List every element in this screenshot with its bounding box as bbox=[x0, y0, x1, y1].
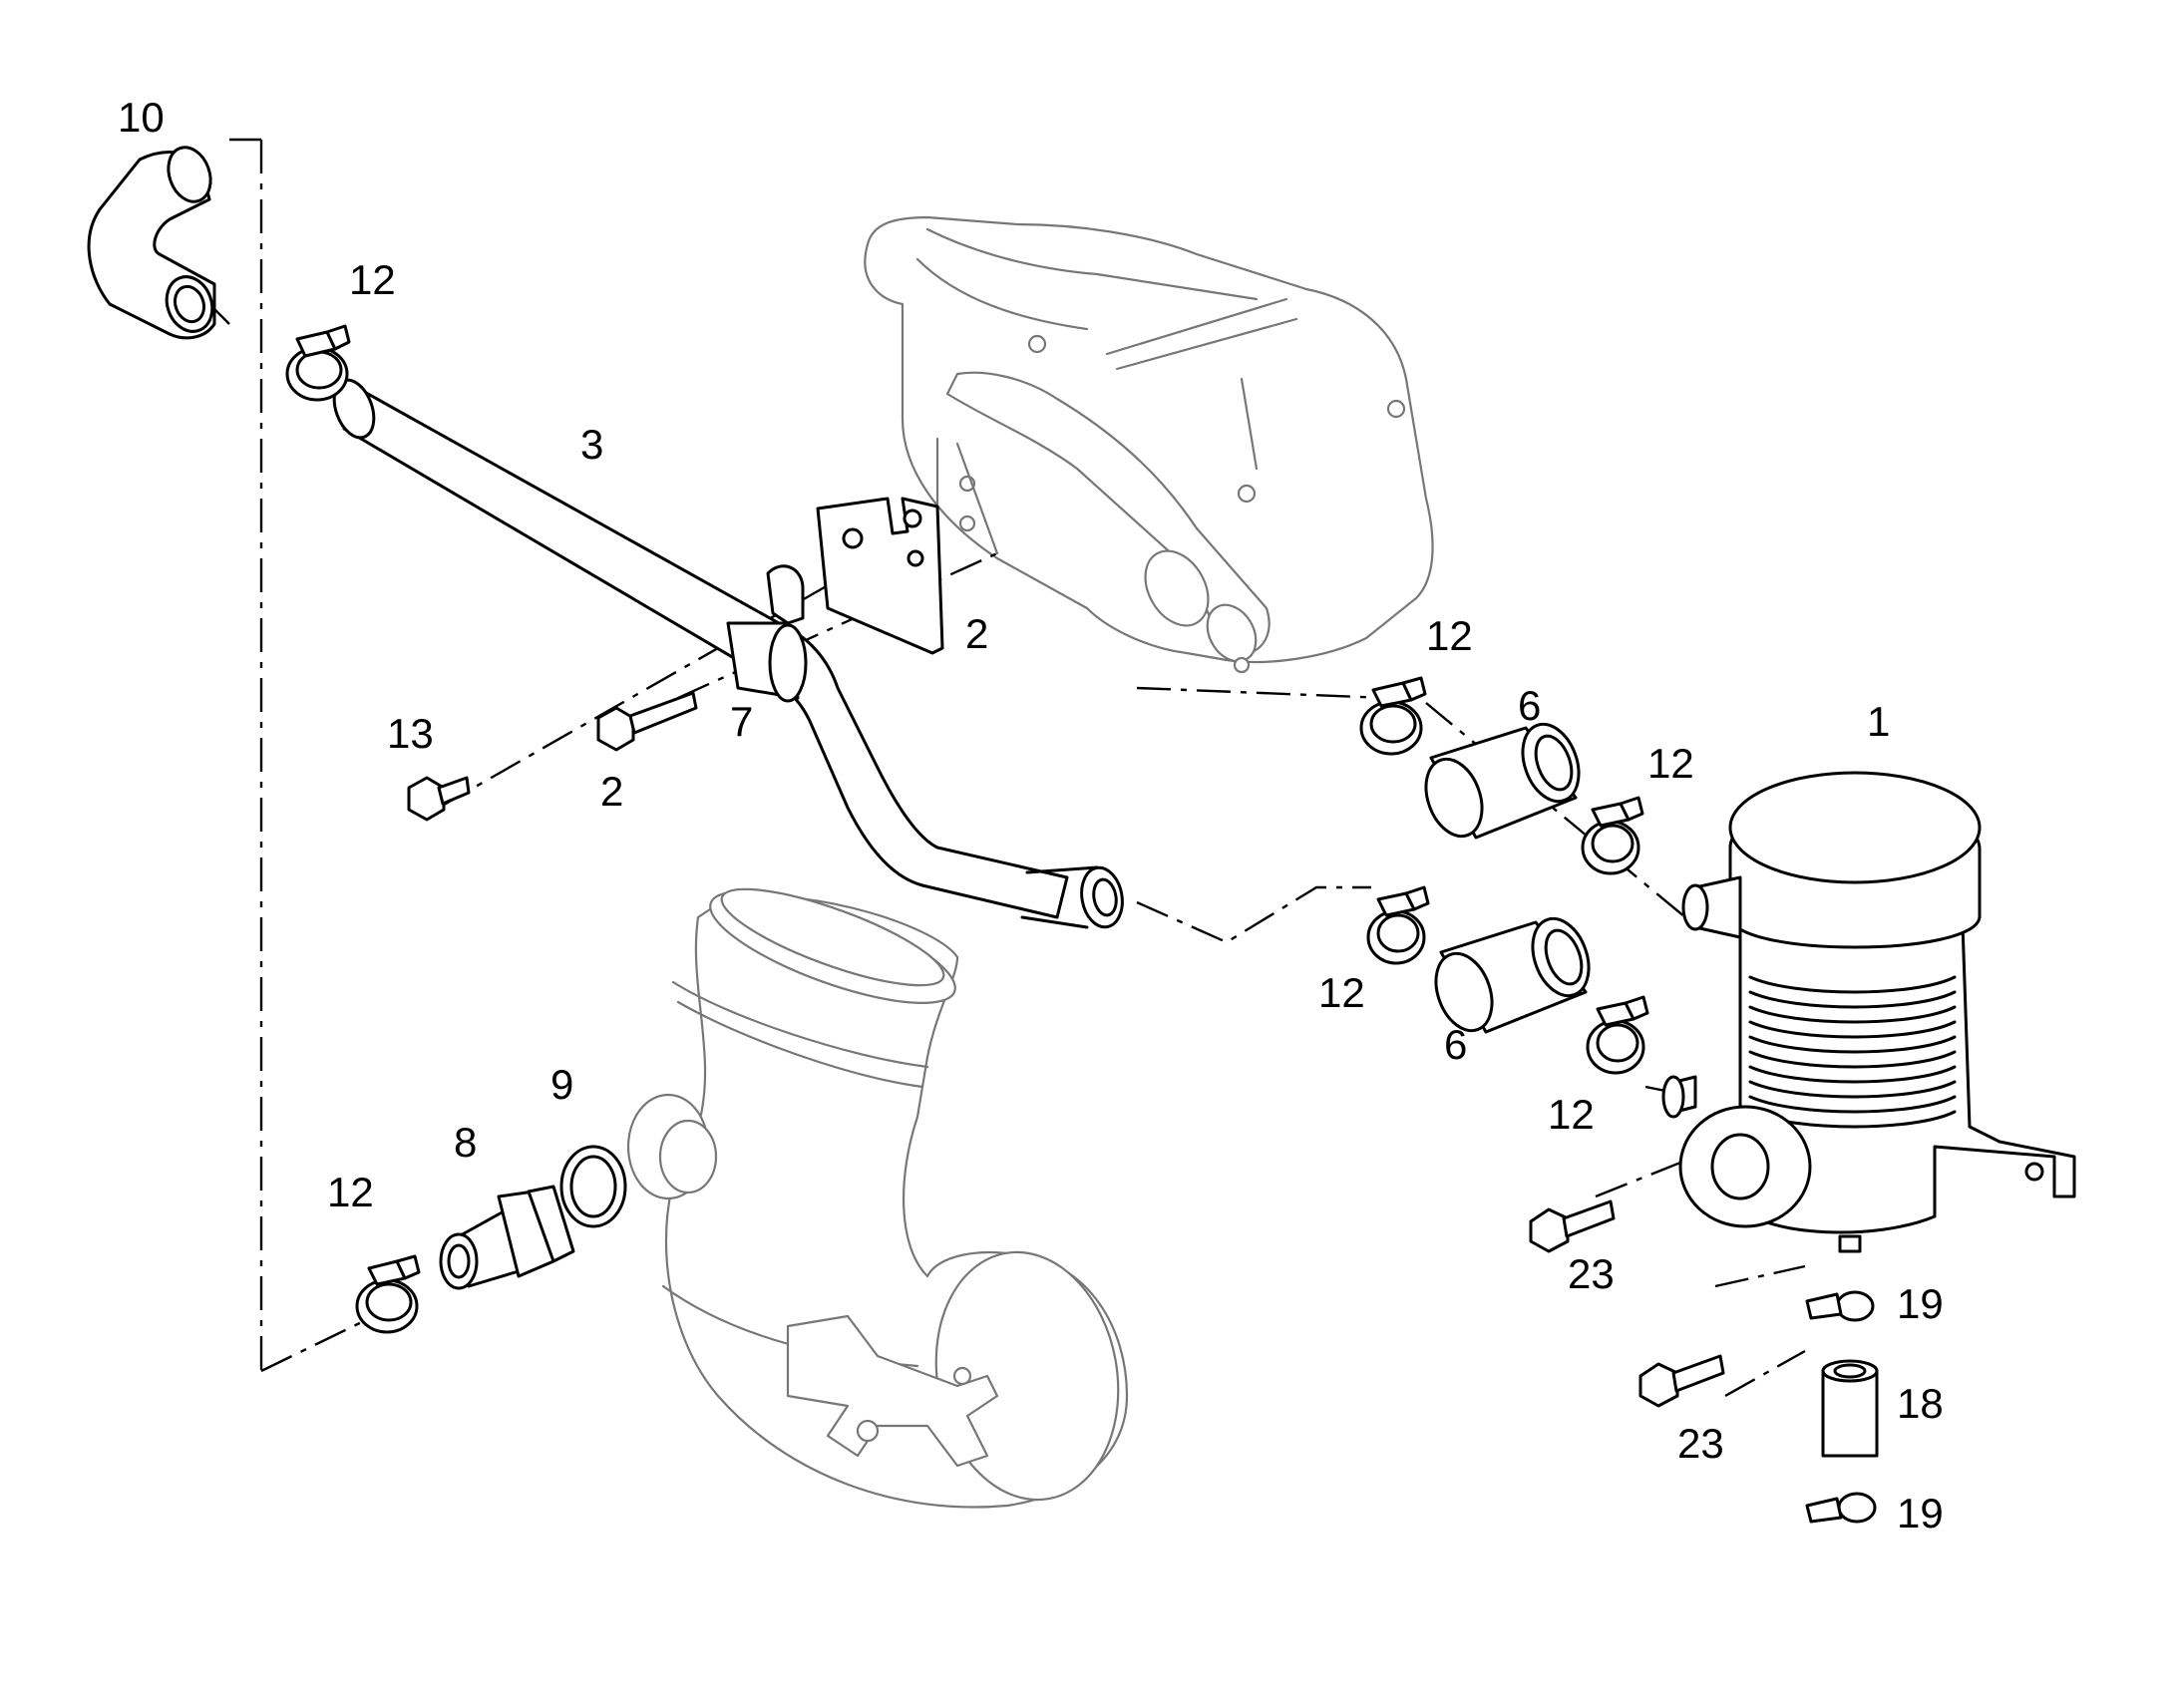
intake-elbow-reference bbox=[626, 887, 1129, 1509]
callout-23: 23 bbox=[1677, 1420, 1724, 1467]
supercharger-reference bbox=[864, 215, 1434, 674]
elbow-hose-part-10 bbox=[87, 146, 216, 340]
callout-23: 23 bbox=[1568, 1250, 1615, 1297]
callout-9: 9 bbox=[550, 1061, 573, 1108]
screw-part-13 bbox=[407, 776, 471, 822]
callout-13: 13 bbox=[387, 710, 434, 757]
tube-clamp-part-7 bbox=[726, 564, 808, 703]
bolt-part-23-lower bbox=[1638, 1354, 1725, 1408]
small-clamp-part-19-lower bbox=[1805, 1492, 1877, 1524]
callout-12: 12 bbox=[1426, 612, 1473, 659]
callout-12: 12 bbox=[327, 1169, 374, 1215]
breather-tube-part-3 bbox=[332, 378, 1124, 929]
hose-clamp-part-12-mid-center bbox=[1366, 885, 1430, 965]
callout-12: 12 bbox=[349, 256, 396, 303]
drain-hose-part-18 bbox=[1821, 1359, 1879, 1458]
hose-clamp-part-12-upper-left bbox=[285, 324, 351, 402]
callouts: 10 12 3 2 12 6 1 12 13 7 2 12 6 12 9 8 1… bbox=[118, 94, 1944, 1537]
screw-part-2 bbox=[596, 691, 698, 752]
hose-sleeve-part-6-upper bbox=[1424, 722, 1581, 840]
callout-2: 2 bbox=[965, 610, 988, 657]
bolt-part-23-upper bbox=[1529, 1199, 1616, 1253]
callout-18: 18 bbox=[1897, 1380, 1944, 1427]
bracket-part-2 bbox=[816, 497, 944, 655]
callout-2: 2 bbox=[600, 768, 623, 815]
fitting-part-8 bbox=[439, 1185, 575, 1290]
callout-7: 7 bbox=[730, 698, 753, 745]
hose-clamp-part-12-lower-left bbox=[355, 1254, 421, 1334]
callout-10: 10 bbox=[118, 94, 165, 141]
hose-clamp-part-12-mid-right-a bbox=[1581, 796, 1644, 875]
oil-separator-part-1 bbox=[1661, 771, 2076, 1253]
hose-clamp-part-12-mid-right-b bbox=[1586, 995, 1649, 1075]
callout-12: 12 bbox=[1647, 740, 1694, 787]
hose-sleeve-part-6-lower bbox=[1434, 916, 1591, 1034]
callout-8: 8 bbox=[454, 1119, 477, 1166]
callout-6: 6 bbox=[1518, 682, 1541, 729]
callout-19: 19 bbox=[1897, 1280, 1944, 1327]
small-clamp-part-19-upper bbox=[1805, 1290, 1875, 1322]
callout-3: 3 bbox=[580, 421, 603, 468]
hose-clamp-part-12-upper-right bbox=[1359, 676, 1427, 756]
callout-12: 12 bbox=[1548, 1091, 1595, 1138]
callout-6: 6 bbox=[1444, 1021, 1467, 1068]
o-ring-part-9 bbox=[559, 1145, 627, 1228]
leader-lines bbox=[203, 138, 1806, 1398]
callout-1: 1 bbox=[1867, 698, 1890, 745]
callout-19: 19 bbox=[1897, 1490, 1944, 1537]
callout-12: 12 bbox=[1318, 969, 1365, 1016]
